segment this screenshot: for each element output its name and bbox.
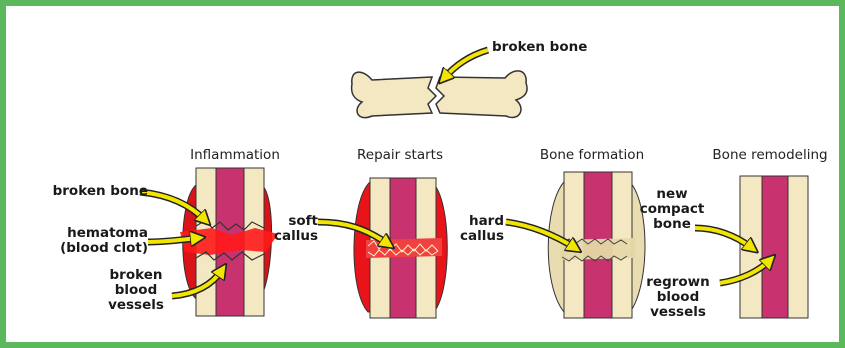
label-regrown-blood-vessels: regrown blood vessels bbox=[642, 275, 714, 320]
whole-broken-bone bbox=[352, 71, 527, 118]
stage-title-formation: Bone formation bbox=[524, 147, 660, 163]
stage-title-remodeling: Bone remodeling bbox=[700, 147, 840, 163]
label-broken-blood-vessels: broken blood vessels bbox=[100, 268, 172, 313]
label-broken-bone: broken bone bbox=[30, 184, 148, 199]
label-hematoma: hematoma (blood clot) bbox=[30, 226, 148, 256]
label-soft-callus: soft callus bbox=[270, 214, 318, 244]
label-new-compact-bone: new compact bone bbox=[636, 187, 708, 232]
label-broken-bone-top: broken bone bbox=[492, 40, 587, 55]
stage-repair-art bbox=[354, 178, 447, 318]
stage-title-inflammation: Inflammation bbox=[176, 147, 294, 163]
label-hard-callus: hard callus bbox=[456, 214, 504, 244]
stage-title-repair: Repair starts bbox=[340, 147, 460, 163]
stage-formation-art bbox=[548, 172, 645, 318]
